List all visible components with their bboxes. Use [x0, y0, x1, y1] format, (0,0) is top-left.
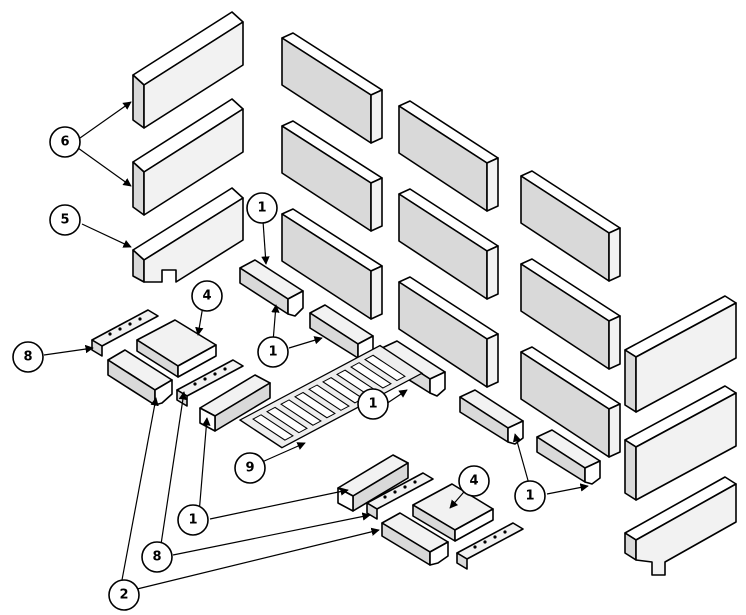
svg-text:9: 9: [245, 461, 254, 476]
svg-text:8: 8: [152, 550, 161, 565]
right-panel-r3: [624, 476, 737, 576]
svg-text:1: 1: [188, 513, 197, 528]
bracket-8-a: [91, 309, 159, 357]
hearth-brick-1d: [459, 389, 524, 445]
callout-6: 6: [49, 126, 81, 158]
back-panel-c1-r2: [281, 120, 383, 232]
back-panel-c3-r2: [520, 258, 621, 370]
back-panel-c2-r1: [398, 100, 499, 212]
back-panel-c2-r2: [398, 188, 499, 300]
back-panel-c3-r3: [520, 346, 621, 458]
callout-4b: 4: [458, 465, 490, 497]
svg-text:4: 4: [202, 289, 211, 304]
svg-text:6: 6: [60, 135, 69, 150]
svg-text:2: 2: [119, 588, 128, 603]
callout-8b: 8: [141, 541, 173, 573]
right-panel-r2: [624, 385, 737, 501]
panel-6-upper: [132, 11, 244, 129]
svg-text:1: 1: [525, 489, 534, 504]
callout-2: 2: [108, 579, 140, 611]
callout-1a: 1: [246, 192, 278, 224]
svg-text:1: 1: [368, 397, 377, 412]
svg-text:1: 1: [257, 201, 266, 216]
leader-lines: [43, 101, 589, 591]
callout-8a: 8: [12, 341, 44, 373]
bracket-8-c: [366, 472, 434, 520]
back-panel-c2-r3: [398, 276, 499, 388]
callout-1d: 1: [514, 480, 546, 512]
bracket-8-d: [456, 522, 524, 570]
back-panel-c1-r3: [281, 208, 383, 320]
panel-5: [132, 187, 244, 283]
callout-9: 9: [234, 452, 266, 484]
callout-5: 5: [49, 204, 81, 236]
callout-1c: 1: [357, 388, 389, 420]
back-panel-c1-r1: [281, 32, 383, 144]
svg-text:8: 8: [23, 350, 32, 365]
callout-1e: 1: [177, 504, 209, 536]
slab-4-left: [136, 319, 217, 378]
back-panel-c3-r1: [520, 170, 621, 282]
hearth-brick-1f: [199, 374, 271, 432]
hearth-brick-1e: [536, 429, 601, 485]
brick-2-right: [381, 512, 449, 566]
callout-1b: 1: [257, 336, 289, 368]
panel-6-lower: [132, 98, 244, 216]
grate-9: [238, 344, 424, 449]
svg-text:4: 4: [469, 474, 478, 489]
right-panel-r1: [624, 295, 737, 413]
callout-4a: 4: [191, 280, 223, 312]
svg-text:1: 1: [268, 345, 277, 360]
hearth-brick-1a: [239, 259, 304, 317]
svg-text:5: 5: [60, 213, 69, 228]
